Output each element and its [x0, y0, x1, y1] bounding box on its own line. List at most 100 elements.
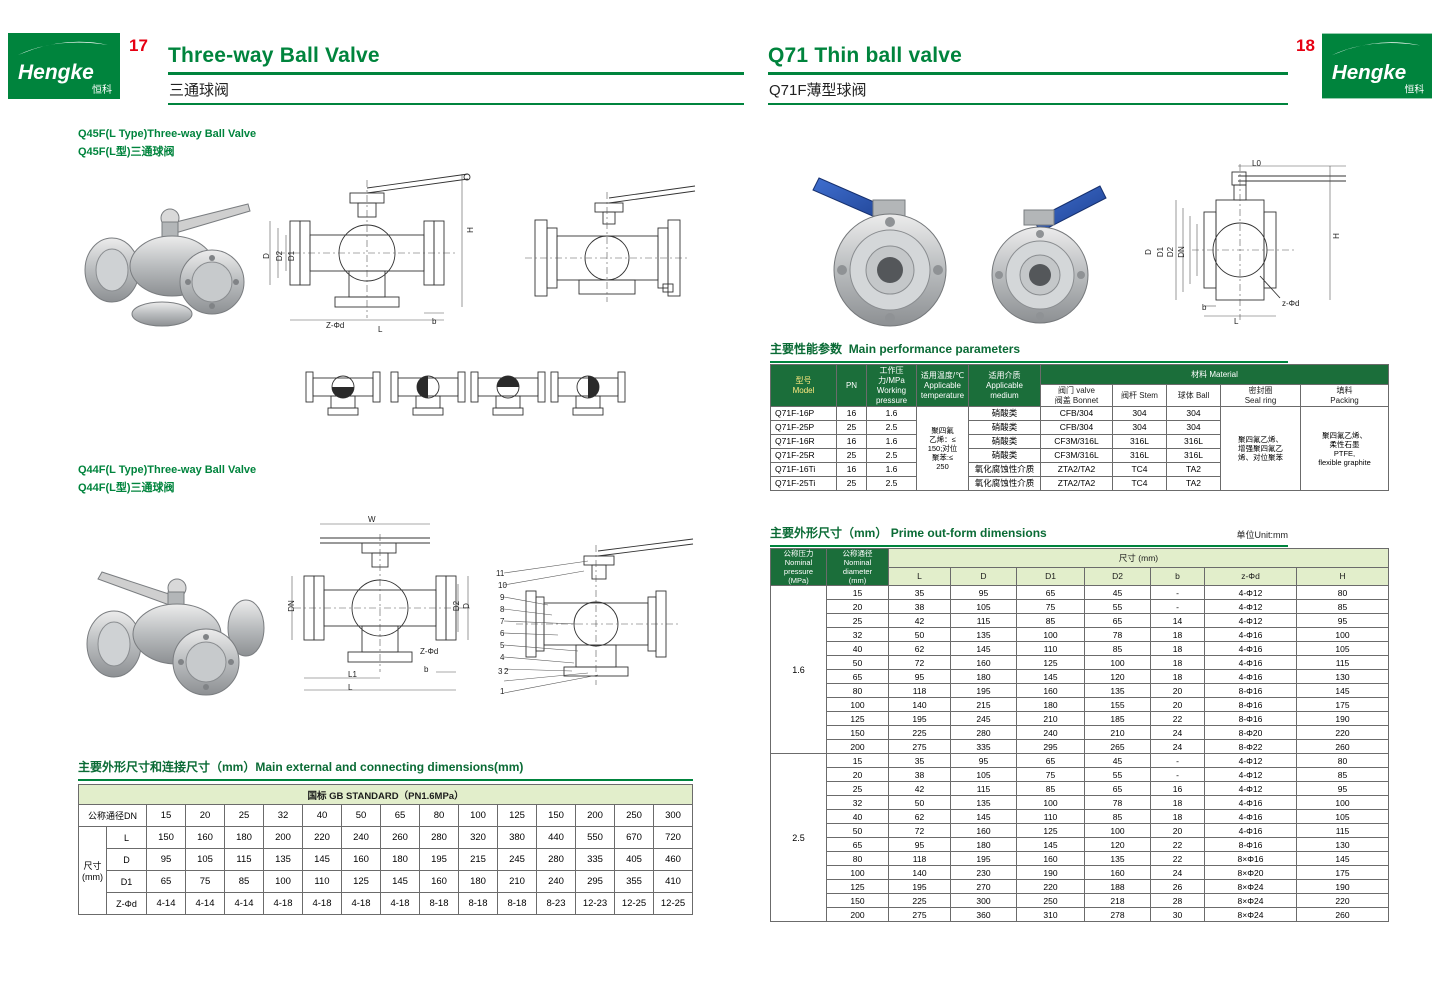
dim-value: 125	[1016, 823, 1085, 838]
dim-value: 4-Φ12	[1204, 781, 1297, 796]
q44f-front-drawing	[291, 523, 470, 691]
q45f-title-en: Q45F(L Type)Three-way Ball Valve	[78, 128, 257, 140]
rdims-title-en: Prime out-form dimensions	[890, 526, 1047, 540]
pn-cell: 25	[836, 420, 867, 435]
dim-value: 95	[950, 585, 1017, 600]
dim-label: D2	[275, 250, 285, 262]
dim-value: 85	[1016, 613, 1085, 628]
dim-value: 160	[1016, 851, 1085, 866]
dim-value: 105	[950, 599, 1017, 614]
dim-value: 180	[950, 669, 1017, 684]
dim-value: 240	[341, 826, 381, 849]
dim-label: D1	[287, 250, 297, 262]
dim-value: 40	[826, 809, 889, 824]
dim-value: 4-Φ16	[1204, 627, 1297, 642]
dim-value: 38	[888, 599, 951, 614]
stem-cell: 304	[1112, 420, 1167, 435]
dim-label: L0	[1252, 159, 1261, 168]
dim-value: 125	[826, 879, 889, 894]
dim-value: 40	[826, 641, 889, 656]
col-header-nominal-diameter: 公称通径 Nominal diameter (mm)	[826, 548, 889, 586]
dim-value: 550	[575, 826, 615, 849]
dim-value: 275	[888, 907, 951, 922]
part-number: 9	[500, 593, 505, 602]
dim-row-label: Z-Φd	[106, 892, 147, 915]
dim-value: 355	[614, 870, 654, 893]
dim-value: 4-Φ12	[1204, 585, 1297, 600]
packing-cell: 聚四氟乙烯、 柔性石墨 PTFE, flexible graphite	[1299, 406, 1390, 491]
right-dims-table-title: 主要外形尺寸（mm） Prime out-form dimensions 单位U…	[770, 524, 1288, 547]
col-header-b: b	[1150, 566, 1205, 586]
dim-value: 22	[1150, 711, 1205, 726]
right-page-title: Q71 Thin ball valve	[768, 44, 1288, 75]
dim-value: 8-Φ16	[1204, 711, 1297, 726]
dn-value: 150	[536, 804, 576, 827]
right-page-subtitle: Q71F薄型球阀	[768, 75, 1288, 105]
dim-value: 260	[380, 826, 420, 849]
dim-label: H	[465, 227, 475, 233]
dim-value: 135	[950, 795, 1017, 810]
dn-value: 100	[458, 804, 498, 827]
dim-value: 80	[826, 683, 889, 698]
dim-value: 118	[888, 851, 951, 866]
dim-value: 8×Φ16	[1204, 851, 1297, 866]
dim-value: 95	[1295, 613, 1390, 628]
dim-value: 670	[614, 826, 654, 849]
q45f-front-drawing	[269, 173, 471, 321]
dim-value: 280	[419, 826, 459, 849]
q44f-valve-photo	[86, 571, 265, 696]
dim-value: 75	[1016, 599, 1085, 614]
dim-value: 35	[888, 585, 951, 600]
dim-value: 280	[950, 725, 1017, 740]
col-header-model: 型号 Model	[770, 364, 837, 407]
logo-wordmark: Hengke	[18, 61, 94, 84]
dim-value: 190	[1295, 879, 1390, 894]
col-header-D2: D2	[1084, 566, 1151, 586]
dim-value: 62	[888, 809, 951, 824]
dim-value: 125	[341, 870, 381, 893]
col-header-temperature: 适用温度/℃ Applicable temperature	[916, 364, 969, 407]
dim-value: 50	[888, 627, 951, 642]
page-number-right: 18	[1296, 36, 1315, 55]
dn-value: 250	[614, 804, 654, 827]
dim-value: 125	[826, 711, 889, 726]
pressure-group-cell: 2.5	[770, 753, 827, 922]
dim-value: 100	[1084, 655, 1151, 670]
dim-value: 45	[1084, 753, 1151, 768]
dim-label: z-Φd	[1282, 299, 1300, 308]
dim-value: 180	[224, 826, 264, 849]
col-header-packing: 填料 Packing	[1299, 384, 1390, 407]
dim-value: 8-18	[497, 892, 537, 915]
pressure-group-cell: 1.6	[770, 585, 827, 754]
dim-value: 4-Φ16	[1204, 669, 1297, 684]
model-cell: Q71F-25Ti	[770, 476, 837, 491]
dim-value: 240	[536, 870, 576, 893]
dim-value: 115	[950, 781, 1017, 796]
dim-value: 220	[1295, 893, 1390, 908]
hengke-logo-icon: Hengke 恒科	[1322, 33, 1432, 99]
dim-value: 135	[1084, 683, 1151, 698]
dim-value: 188	[1084, 879, 1151, 894]
hengke-logo-right: Hengke 恒科	[1322, 33, 1434, 99]
dim-value: 190	[1295, 711, 1390, 726]
dim-value: 22	[1150, 851, 1205, 866]
dim-value: 160	[341, 848, 381, 871]
dim-value: 8×Φ24	[1204, 893, 1297, 908]
dim-value: 120	[1084, 837, 1151, 852]
dim-label: b	[424, 665, 429, 674]
dim-value: 150	[146, 826, 186, 849]
ball-cell: TA2	[1166, 476, 1221, 491]
dim-value: 50	[826, 823, 889, 838]
dim-value: 28	[1150, 893, 1205, 908]
dim-value: 18	[1150, 809, 1205, 824]
dim-value: 145	[950, 641, 1017, 656]
dim-label: L	[348, 683, 353, 692]
dim-value: 110	[302, 870, 342, 893]
